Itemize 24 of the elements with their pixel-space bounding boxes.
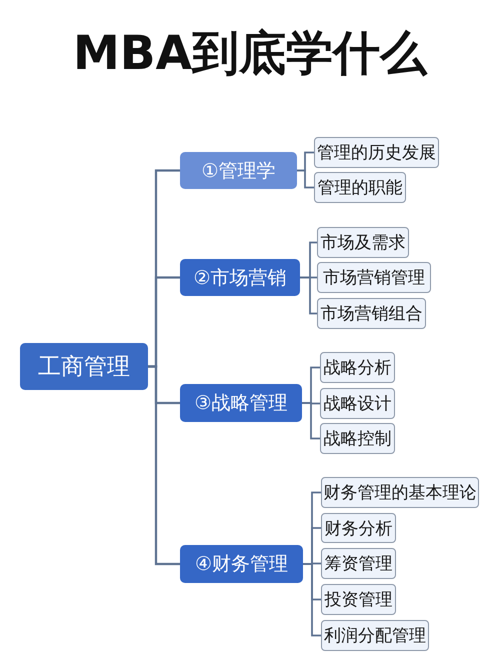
subtopic: 财务分析	[321, 513, 396, 543]
subtopic: 市场营销组合	[317, 298, 426, 329]
connector-line	[303, 563, 321, 636]
main-topic: ②市场营销	[180, 259, 300, 296]
subtopic: 管理的职能	[314, 172, 406, 203]
subtopic: 筹资管理	[321, 548, 396, 579]
subtopic: 投资管理	[321, 584, 396, 615]
main-topic: ④财务管理	[180, 545, 303, 583]
subtopic: 利润分配管理	[321, 620, 429, 651]
main-topic: ③战略管理	[180, 384, 302, 422]
connector-line	[148, 365, 180, 566]
subtopic: 管理的历史发展	[314, 137, 439, 168]
subtopic: 战略设计	[320, 388, 395, 419]
connector-line	[302, 402, 320, 440]
subtopic: 市场及需求	[317, 227, 409, 258]
connector-line	[297, 170, 314, 188]
subtopic: 战略分析	[320, 352, 395, 383]
subtopic: 市场营销管理	[317, 262, 431, 293]
connector-line	[300, 276, 317, 314]
main-topic: ①管理学	[180, 152, 297, 189]
subtopic: 财务管理的基本理论	[321, 477, 479, 508]
title: MBA到底学什么	[72, 25, 428, 83]
subtopic: 战略控制	[320, 423, 395, 454]
root-topic: 工商管理	[20, 343, 148, 390]
